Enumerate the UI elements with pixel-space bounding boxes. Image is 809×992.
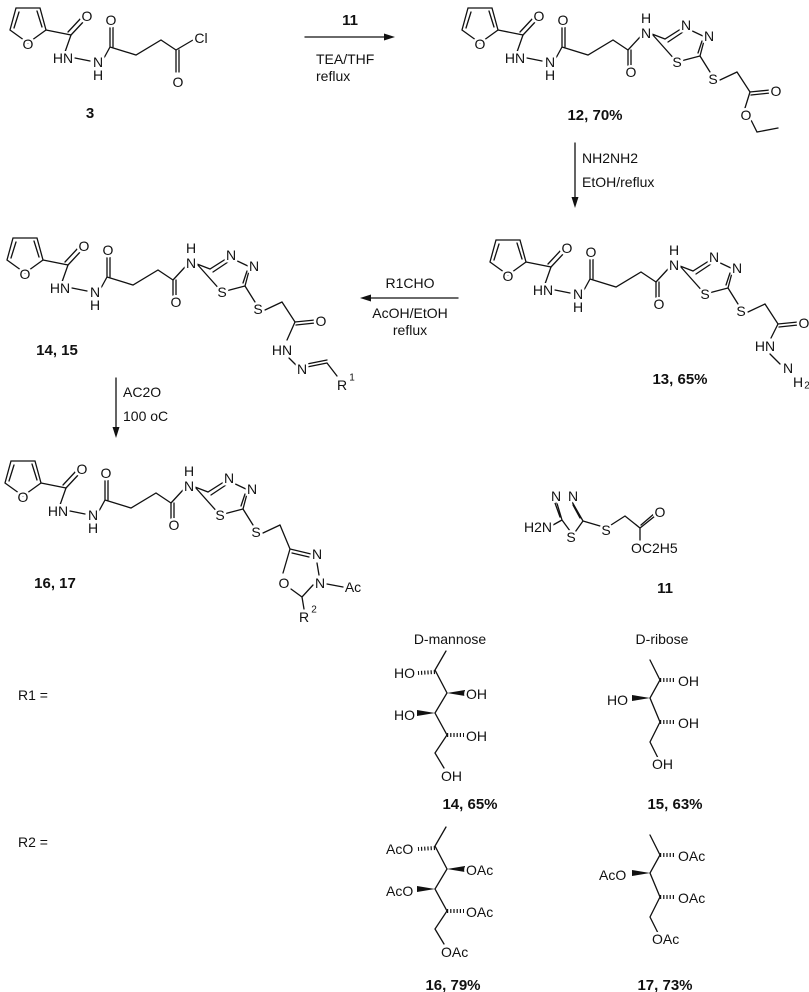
r1-label: R1 = <box>18 687 48 703</box>
svg-text:R: R <box>337 377 347 393</box>
r1-mannose-structure: HO OH HO OH OH <box>392 650 490 787</box>
step1-arrow <box>304 33 395 41</box>
r2-ribose-structure: OAc AcO OAc OAc <box>597 834 708 950</box>
svg-text:OAc: OAc <box>466 862 493 878</box>
r2-mannose-structure: AcO OAc AcO OAc OAc <box>384 826 496 963</box>
compound-11-label: 11 <box>657 580 673 597</box>
svg-text:HO: HO <box>607 692 628 708</box>
step3-condition-2: AcOH/EtOH <box>372 305 447 321</box>
compound-14-yield-label: 14, 65% <box>442 796 497 813</box>
sugar-label-ribose: D-ribose <box>636 631 689 647</box>
svg-text:H2N: H2N <box>524 519 552 535</box>
svg-text:OAc: OAc <box>678 890 705 906</box>
svg-text:N: N <box>312 546 322 562</box>
compound-12-label: 12, 70% <box>567 107 622 124</box>
svg-text:OH: OH <box>678 673 699 689</box>
svg-text:HO: HO <box>394 707 415 723</box>
svg-text:AcO: AcO <box>386 883 413 899</box>
svg-text:HN: HN <box>272 342 292 358</box>
step4-condition-2: 100 oC <box>123 408 168 424</box>
svg-text:OC2H5: OC2H5 <box>631 540 678 556</box>
compound-14-15-structure: HN N R 1 <box>7 238 358 396</box>
compound-16-yield-label: 16, 79% <box>425 977 480 992</box>
svg-text:AcO: AcO <box>599 867 626 883</box>
step2-condition-1: NH2NH2 <box>582 150 638 166</box>
svg-text:S: S <box>566 529 575 545</box>
step2-arrow <box>571 142 579 208</box>
step2-condition-2: EtOH/reflux <box>582 174 654 190</box>
r1-ribose-structure: OH HO OH OH <box>605 659 702 775</box>
compound-14-15-label: 14, 15 <box>36 342 78 359</box>
svg-text:O: O <box>655 504 666 520</box>
step1-condition-2: reflux <box>316 68 350 84</box>
compound-3-structure: O Cl <box>10 8 210 93</box>
compound-17-yield-label: 17, 73% <box>637 977 692 992</box>
svg-text:N: N <box>568 488 578 504</box>
svg-text:1: 1 <box>349 373 355 384</box>
sugar-label-mannose: D-mannose <box>414 631 487 647</box>
svg-text:OAc: OAc <box>441 944 468 960</box>
svg-text:Ac: Ac <box>345 579 361 595</box>
svg-text:N: N <box>297 361 307 377</box>
svg-text:AcO: AcO <box>386 841 413 857</box>
compound-16-17-structure: N N Ac O R 2 <box>5 461 364 628</box>
svg-text:Cl: Cl <box>194 30 207 46</box>
step3-condition-1: R1CHO <box>385 275 434 291</box>
svg-text:S: S <box>601 522 610 538</box>
compound-13-structure: HN N H 2 <box>490 240 809 394</box>
svg-text:N: N <box>315 575 325 591</box>
svg-text:N: N <box>551 488 561 504</box>
r2-label: R2 = <box>18 834 48 850</box>
svg-text:OAc: OAc <box>652 931 679 947</box>
compound-12-structure: O <box>462 8 782 133</box>
step3-arrow <box>360 294 459 302</box>
svg-text:OH: OH <box>466 686 487 702</box>
step3-condition-3: reflux <box>393 322 427 338</box>
svg-text:OH: OH <box>466 728 487 744</box>
svg-text:OH: OH <box>441 768 462 784</box>
step1-reagent: 11 <box>342 12 358 29</box>
svg-text:2: 2 <box>804 381 809 392</box>
svg-text:O: O <box>279 575 290 591</box>
svg-text:OAc: OAc <box>678 848 705 864</box>
svg-text:R: R <box>299 609 309 625</box>
svg-text:HO: HO <box>394 665 415 681</box>
step4-condition-1: AC2O <box>123 384 161 400</box>
svg-text:O: O <box>741 107 752 123</box>
svg-text:N: N <box>783 360 793 376</box>
compound-13-label: 13, 65% <box>652 371 707 388</box>
compound-16-17-label: 16, 17 <box>34 575 76 592</box>
step4-arrow <box>112 377 120 438</box>
svg-text:OH: OH <box>652 756 673 772</box>
svg-text:H: H <box>793 374 803 390</box>
svg-text:O: O <box>173 74 184 90</box>
compound-15-yield-label: 15, 63% <box>647 796 702 813</box>
compound-3-label: 3 <box>86 105 94 122</box>
step1-condition-1: TEA/THF <box>316 51 374 67</box>
svg-text:HN: HN <box>755 338 775 354</box>
svg-text:OAc: OAc <box>466 904 493 920</box>
svg-text:OH: OH <box>678 715 699 731</box>
compound-11-structure: H2N N N S S O OC2H5 <box>521 486 680 559</box>
svg-text:2: 2 <box>311 605 317 616</box>
